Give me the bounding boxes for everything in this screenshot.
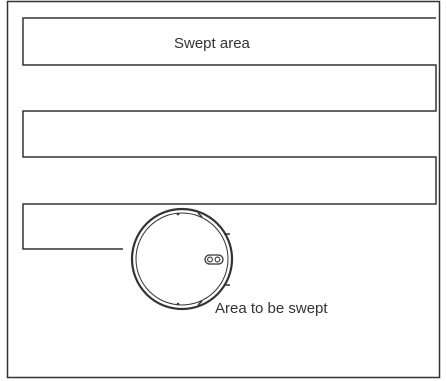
robot-outer-ring — [130, 207, 234, 311]
swept-area-label: Swept area — [174, 35, 251, 52]
robot-sensor-icon — [204, 254, 224, 265]
cleaning-path — [22, 17, 437, 250]
room-boundary — [6, 0, 441, 379]
area-to-be-swept-label: Area to be swept — [215, 300, 328, 317]
robot-bumper — [135, 212, 229, 306]
robot-vacuum-icon — [130, 207, 234, 311]
